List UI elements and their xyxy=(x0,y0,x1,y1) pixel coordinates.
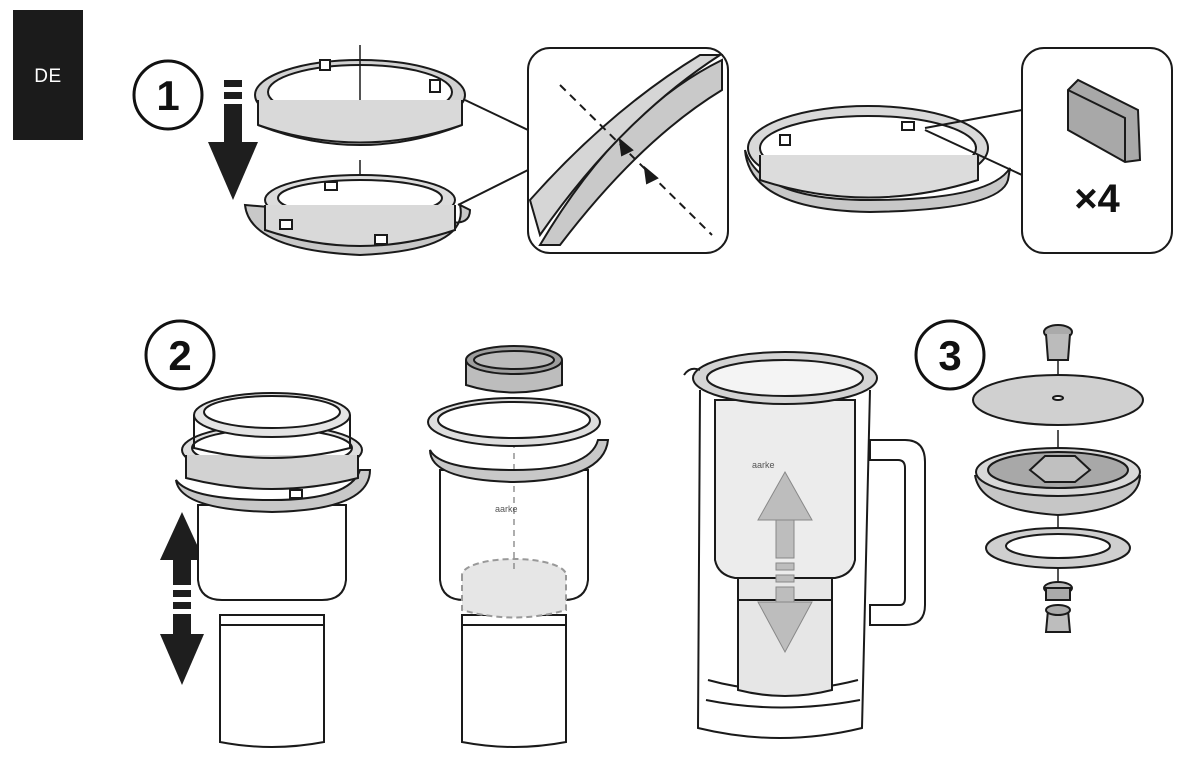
assembled-ring xyxy=(744,105,1011,214)
brand-mark-jug: aarke xyxy=(752,460,775,470)
detail-zoom-callout xyxy=(457,47,729,254)
lower-collar-ring xyxy=(243,174,472,257)
step-2-badge: 2 xyxy=(144,319,216,391)
step-1-badge: 1 xyxy=(132,59,204,131)
filter-with-cap: aarke xyxy=(427,345,610,748)
language-code: DE xyxy=(34,66,62,87)
up-down-arrow-icon xyxy=(160,512,204,685)
down-arrow-icon xyxy=(208,80,258,200)
grey-up-down-arrow-icon xyxy=(757,470,813,654)
step-3-badge: 3 xyxy=(914,319,986,391)
filter-with-rings xyxy=(175,392,372,748)
brand-mark: aarke xyxy=(495,504,518,514)
lid-exploded-view xyxy=(972,324,1144,633)
step-3-number: 3 xyxy=(938,332,961,379)
quantity-label: ×4 xyxy=(1074,177,1120,221)
step-1-number: 1 xyxy=(156,72,179,119)
clip-zoom-callout: ×4 xyxy=(924,47,1173,254)
step-2-number: 2 xyxy=(168,332,191,379)
water-jug: aarke xyxy=(683,351,926,739)
language-tab: DE xyxy=(13,10,83,140)
upper-seal-ring xyxy=(254,45,466,146)
